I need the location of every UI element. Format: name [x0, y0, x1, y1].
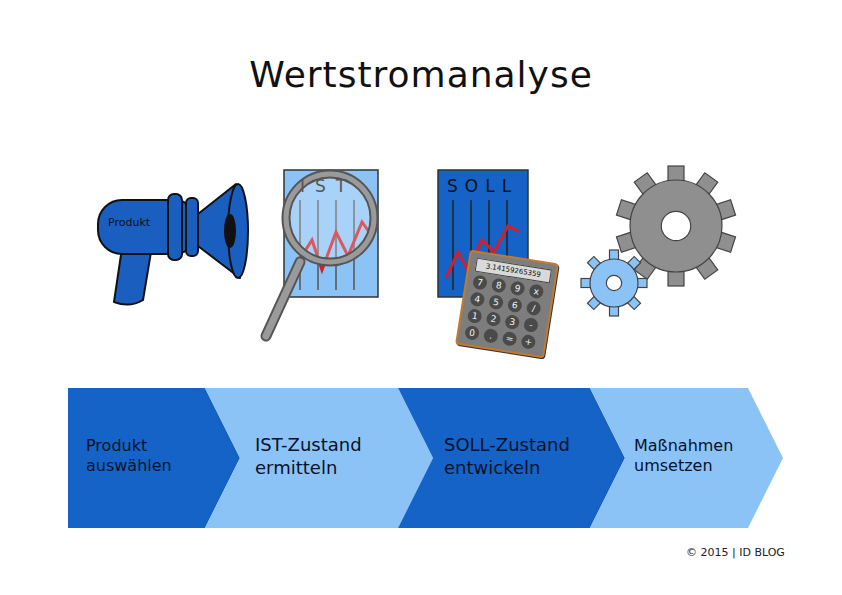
- calculator-key: 2: [485, 311, 501, 327]
- process-chevron: Maßnahmen umsetzen: [590, 388, 783, 528]
- calculator-key: -: [523, 317, 539, 333]
- calculator-key: +: [520, 334, 536, 350]
- magnifier-icon: [266, 174, 374, 336]
- calculator-key: 4: [469, 291, 485, 307]
- calculator-key: 7: [472, 275, 488, 291]
- sheet-label: IST: [300, 176, 356, 196]
- step-label: Maßnahmen umsetzen: [634, 436, 774, 476]
- calculator-key: .: [483, 328, 499, 344]
- calculator-key: 6: [507, 297, 523, 313]
- calculator-key: 1: [467, 308, 483, 324]
- calculator-key: 8: [491, 277, 507, 293]
- process-chevron: Produkt auswählen: [68, 388, 240, 528]
- calculator-key: =: [502, 331, 518, 347]
- step-label: Produkt auswählen: [86, 436, 226, 476]
- gears-icon: [581, 166, 736, 316]
- calculator-key: 5: [488, 294, 504, 310]
- calculator-key: 3: [504, 314, 520, 330]
- megaphone-icon: [98, 184, 248, 305]
- copyright-note: © 2015 | ID BLOG: [686, 546, 785, 559]
- process-chevron: SOLL-Zustand entwickeln: [398, 388, 625, 528]
- calculator-icon: 3.14159265359789x456/123-0.=+: [455, 250, 559, 359]
- megaphone-label: Produkt: [108, 216, 150, 229]
- calculator-key: /: [526, 300, 542, 316]
- diagram-title: Wertstromanalyse: [0, 54, 842, 95]
- calculator-key: 9: [510, 280, 526, 296]
- calculator-key: 0: [464, 325, 480, 341]
- step-label: SOLL-Zustand entwickeln: [444, 434, 584, 479]
- process-chevron: IST-Zustand ermitteln: [205, 388, 433, 528]
- step-label: IST-Zustand ermitteln: [255, 434, 395, 479]
- sheet-label: SOLL: [447, 176, 518, 196]
- calculator-key: x: [528, 283, 544, 299]
